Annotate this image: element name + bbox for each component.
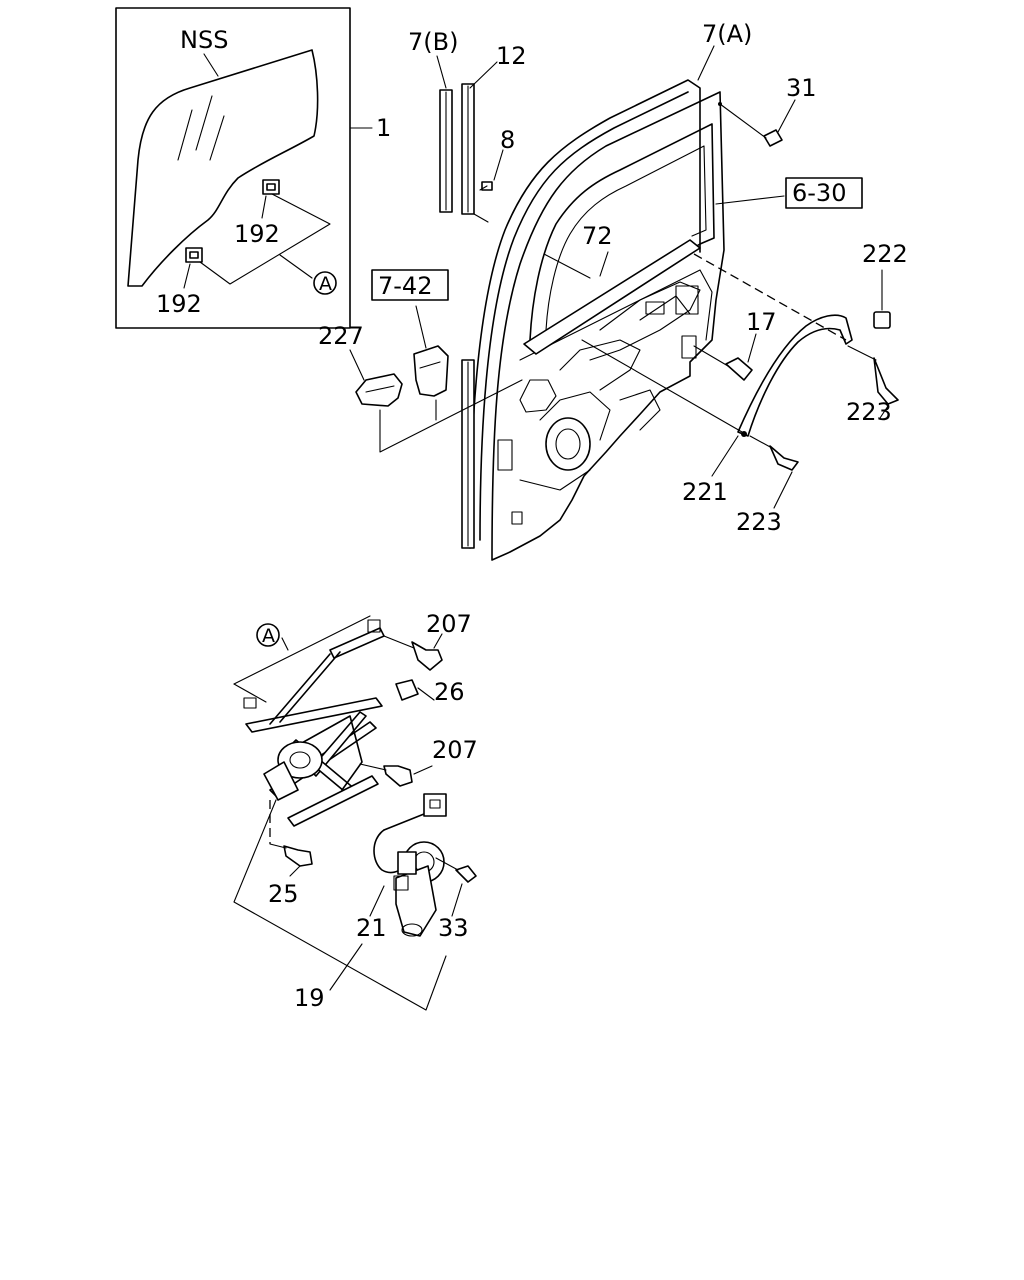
- bolt-207-lower: [359, 763, 433, 787]
- regulator-gear: [277, 741, 323, 779]
- cap-222: [873, 269, 891, 329]
- ref-circle-lower: [256, 623, 280, 647]
- label-weatherstrip: 72: [582, 222, 613, 250]
- regulator-lower-rail: [287, 775, 379, 827]
- door-panel-group: [461, 45, 785, 561]
- glass-shine-3: [209, 115, 225, 161]
- label-screw-33: 33: [438, 914, 469, 942]
- label-motor: 21: [356, 914, 387, 942]
- door-glass: [127, 49, 319, 287]
- motor-connector: [423, 793, 447, 817]
- bolt-207-upper: [383, 633, 443, 671]
- label-screw-8: 8: [500, 126, 515, 154]
- glass-clip-lower: [185, 247, 203, 263]
- label-cover: 227: [318, 322, 364, 350]
- screw-223-lower: [749, 435, 799, 509]
- label-bolt-31: 31: [786, 74, 817, 102]
- speaker-hole: [545, 417, 591, 471]
- label-regulator: 19: [294, 984, 325, 1012]
- label-ref-cover: 7-42: [378, 272, 432, 300]
- label-molding: 221: [682, 478, 728, 506]
- glass-shine-1: [177, 109, 193, 161]
- label-ref-a-upper: A: [319, 273, 332, 295]
- channel-b-group: [436, 55, 504, 223]
- label-bolt-17: 17: [746, 308, 777, 336]
- label-bolt-207-upper: 207: [426, 610, 472, 638]
- glass-inset-frame: [115, 7, 351, 329]
- ref-box-door: [785, 177, 863, 209]
- ref-box-cover: [371, 269, 449, 301]
- label-cap: 222: [862, 240, 908, 268]
- bolt-25: [269, 800, 313, 877]
- door-window-frame: [529, 123, 715, 345]
- regulator-upper-rail: [245, 697, 383, 733]
- cover-7-42: [413, 345, 449, 397]
- regulator-motor: [393, 841, 445, 937]
- regulator-group: [233, 615, 477, 1011]
- label-bolt-207-lower: 207: [432, 736, 478, 764]
- ref-circle-upper: [313, 271, 337, 295]
- clip-ref-line-upper: [199, 193, 331, 285]
- clip-ref-line-a: [279, 254, 313, 279]
- screw-223-upper: [847, 345, 899, 419]
- label-clip-lower: 192: [156, 290, 202, 318]
- glass-group: [115, 7, 373, 329]
- nut-26: [395, 679, 435, 701]
- molding-221: [737, 314, 853, 437]
- bolt-31: [718, 99, 796, 147]
- cover-227: [355, 373, 403, 407]
- belt-weatherstrip-72: [523, 239, 701, 355]
- label-screw-223-lower: 223: [736, 508, 782, 536]
- label-clip-upper: 192: [234, 220, 280, 248]
- label-ref-door: 6-30: [792, 179, 846, 207]
- label-nut-26: 26: [434, 678, 465, 706]
- glass-shine-2: [195, 95, 213, 151]
- screw-8: [479, 181, 493, 191]
- label-channel-a: 7(A): [702, 20, 752, 48]
- molding-group: [581, 253, 899, 509]
- label-guide: 12: [496, 42, 527, 70]
- screw-33: [435, 857, 477, 883]
- label-nss: NSS: [180, 26, 228, 54]
- label-channel-b: 7(B): [408, 28, 458, 56]
- label-bolt-25: 25: [268, 880, 299, 908]
- glass-clip-upper: [262, 179, 280, 195]
- label-screw-223-upper: 223: [846, 398, 892, 426]
- cover-group: [349, 305, 523, 453]
- label-ref-a-lower: A: [262, 625, 275, 647]
- bolt-17: [693, 333, 757, 381]
- label-glass: 1: [376, 114, 391, 142]
